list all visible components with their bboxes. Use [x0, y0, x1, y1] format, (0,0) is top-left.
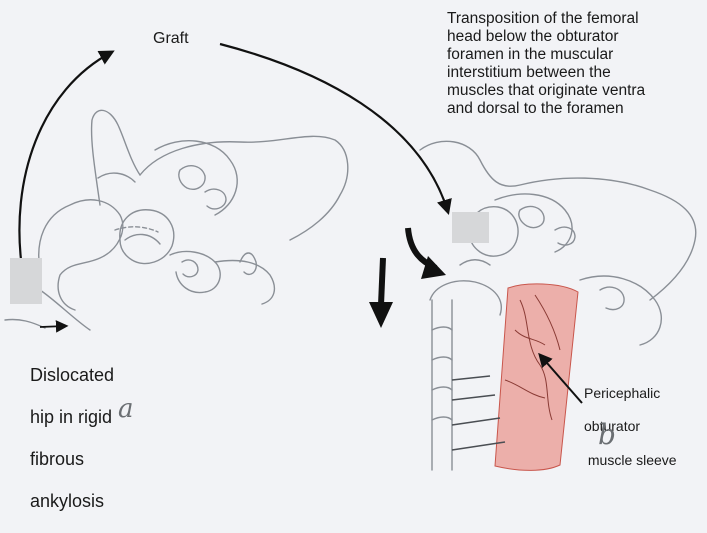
- transposition-line: Transposition of the femoral: [447, 10, 707, 28]
- arrow-curved-rotation: [408, 228, 446, 279]
- arrow-to-graft: [19, 52, 112, 268]
- transposition-line: foramen in the muscular: [447, 46, 707, 64]
- sleeve-line: Pericephalic: [584, 385, 677, 402]
- dislocated-line: ankylosis: [30, 491, 114, 512]
- panel-mark-a: a: [118, 394, 134, 424]
- arrow-graft-to-pelvis: [220, 44, 448, 212]
- arrow-down-thick: [369, 258, 393, 328]
- transposition-line: head below the obturator: [447, 28, 707, 46]
- redaction-box-left: [10, 258, 42, 304]
- panel-mark-b: b: [598, 418, 616, 451]
- left-pelvis-sketch: [5, 110, 348, 330]
- dislocated-line: fibrous: [30, 449, 114, 470]
- sleeve-line: muscle sleeve: [584, 452, 677, 469]
- dislocated-hip-caption: Dislocated hip in rigid fibrous ankylosi…: [30, 344, 114, 533]
- transposition-line: muscles that originate ventra: [447, 82, 707, 100]
- dislocated-line: Dislocated: [30, 365, 114, 386]
- muscle-sleeve: [495, 284, 578, 470]
- arrow-small-right: [40, 326, 66, 327]
- transposition-line: and dorsal to the foramen: [447, 100, 707, 118]
- dislocated-line: hip in rigid: [30, 407, 114, 428]
- redaction-box-right: [452, 212, 489, 243]
- graft-label: Graft: [153, 30, 189, 48]
- transposition-caption: Transposition of the femoral head below …: [447, 10, 707, 118]
- transposition-line: interstitium between the: [447, 64, 707, 82]
